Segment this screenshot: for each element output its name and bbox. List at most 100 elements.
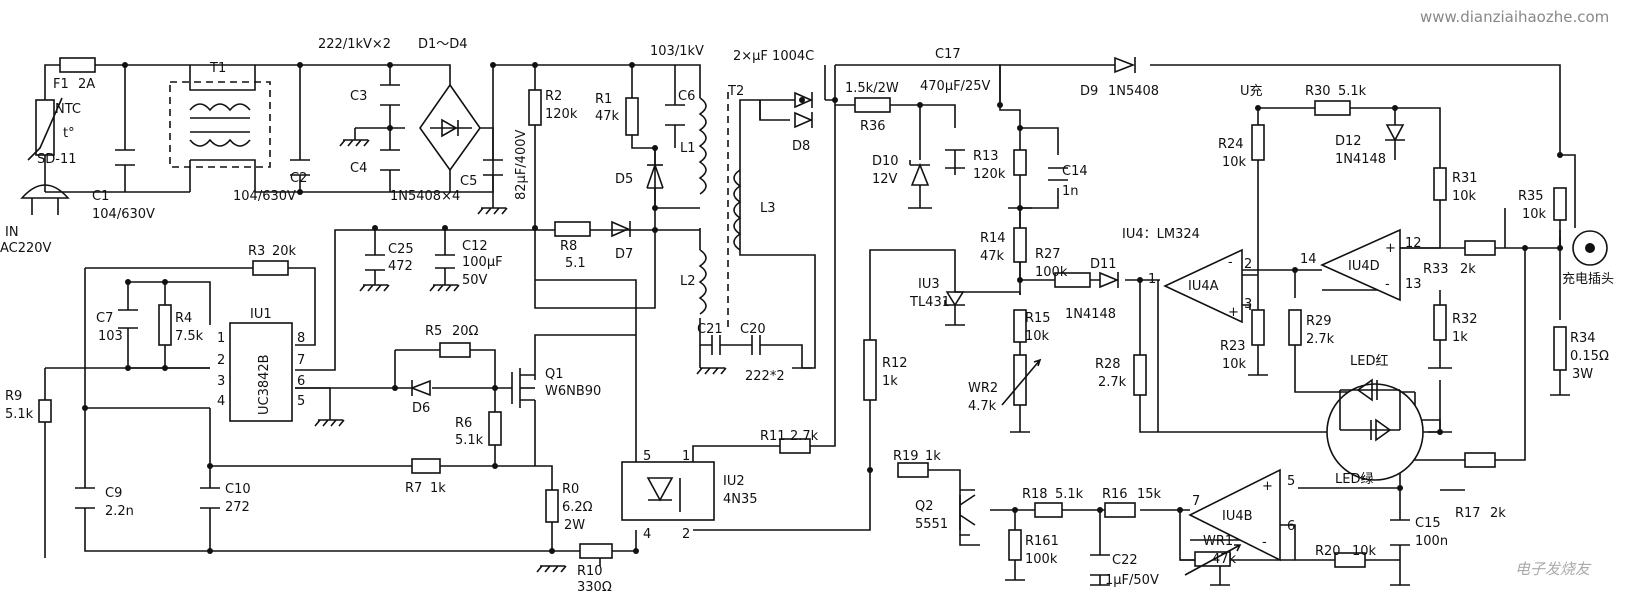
r31-value: 10k bbox=[1452, 189, 1477, 204]
r27-ref: R27 bbox=[1035, 247, 1061, 262]
junctions bbox=[82, 62, 1563, 554]
fuse-ref: F1 bbox=[53, 77, 69, 92]
fuse-body bbox=[59, 57, 96, 73]
r33-ref: R33 bbox=[1423, 262, 1449, 277]
c25-ref: C25 bbox=[388, 242, 414, 257]
ntc-symbol: t° bbox=[63, 126, 75, 141]
r1-ref: R1 bbox=[595, 92, 612, 107]
r32-value: 1k bbox=[1452, 330, 1468, 345]
r36-value: 1.5k/2W bbox=[845, 81, 899, 96]
r24-ref: R24 bbox=[1218, 137, 1244, 152]
iu2-part: 4N35 bbox=[723, 492, 758, 507]
ntc-body bbox=[35, 99, 55, 156]
d7-ref: D7 bbox=[615, 247, 633, 262]
c3c4-value: 222/1kV×2 bbox=[318, 37, 391, 52]
r23-ref: R23 bbox=[1220, 339, 1246, 354]
pin-14: 14 bbox=[1300, 252, 1317, 267]
r17-value: 2k bbox=[1490, 506, 1506, 521]
iu1-pin5: 5 bbox=[297, 394, 305, 409]
c6-ref: C6 bbox=[678, 89, 695, 104]
r10-value: 330Ω bbox=[577, 580, 612, 595]
r19-value: 1k bbox=[925, 449, 941, 464]
iu4d-ref: IU4D bbox=[1348, 259, 1380, 274]
iu1-pin1: 1 bbox=[217, 331, 225, 346]
r0-value: 6.2Ω bbox=[562, 500, 593, 515]
r7-ref: R7 bbox=[405, 481, 422, 496]
d9-ref: D9 bbox=[1080, 84, 1098, 99]
c1-ref: C1 bbox=[92, 189, 109, 204]
r23-value: 10k bbox=[1222, 357, 1247, 372]
input-voltage: AC220V bbox=[0, 241, 52, 256]
pin-1: 1 bbox=[1148, 272, 1156, 287]
wr1-value: 47k bbox=[1212, 552, 1237, 567]
r28-value: 2.7k bbox=[1098, 375, 1127, 390]
r2-value: 120k bbox=[545, 107, 578, 122]
r15-ref: R15 bbox=[1025, 311, 1051, 326]
fuse-value: 2A bbox=[78, 77, 95, 92]
iu1-pin4: 4 bbox=[217, 394, 225, 409]
r1-value: 47k bbox=[595, 109, 620, 124]
c12-ref: C12 bbox=[462, 239, 488, 254]
logo-text: 电子发烧友 bbox=[1515, 560, 1592, 578]
r13-value: 120k bbox=[973, 167, 1006, 182]
d9-part: 1N5408 bbox=[1108, 84, 1159, 99]
r6-ref: R6 bbox=[455, 416, 472, 431]
c10-value: 272 bbox=[225, 500, 250, 515]
r35-ref: R35 bbox=[1518, 189, 1544, 204]
r19-ref: R19 bbox=[893, 449, 919, 464]
r4-ref: R4 bbox=[175, 311, 192, 326]
r24-value: 10k bbox=[1222, 155, 1247, 170]
labels: www.dianziaihaozhe.com 电子发烧友 NTC t° SD-1… bbox=[0, 8, 1614, 595]
iu4b-plus: + bbox=[1262, 479, 1273, 494]
opamp-iu4b bbox=[1188, 468, 1281, 562]
r9-ref: R9 bbox=[5, 389, 22, 404]
iu2-pin4: 4 bbox=[643, 527, 651, 542]
d8-ref: D8 bbox=[792, 139, 810, 154]
r10-ref: R10 bbox=[577, 564, 603, 579]
iu1-pin3: 3 bbox=[217, 374, 225, 389]
output-label: 充电插头 bbox=[1562, 271, 1614, 287]
r11-value: 2.7k bbox=[790, 429, 819, 444]
r4-value: 7.5k bbox=[175, 329, 204, 344]
iu1-pin2: 2 bbox=[217, 353, 225, 368]
c6-value: 103/1kV bbox=[650, 44, 704, 59]
d11-ref: D11 bbox=[1090, 257, 1117, 272]
led-red-label: LED红 bbox=[1350, 353, 1388, 369]
led-bicolor bbox=[1326, 383, 1424, 481]
r32-ref: R32 bbox=[1452, 312, 1478, 327]
r33-value: 2k bbox=[1460, 262, 1476, 277]
r9-value: 5.1k bbox=[5, 407, 34, 422]
c10-ref: C10 bbox=[225, 482, 251, 497]
r6-value: 5.1k bbox=[455, 433, 484, 448]
c2-value: 104/630V bbox=[233, 189, 296, 204]
r35-value: 10k bbox=[1522, 207, 1547, 222]
r0-ref: R0 bbox=[562, 482, 579, 497]
pin-2: 2 bbox=[1244, 257, 1252, 272]
components bbox=[20, 56, 1608, 576]
iu1-pin7: 7 bbox=[297, 353, 305, 368]
c17-value: 470μF/25V bbox=[920, 79, 990, 94]
iu1-part: UC3842B bbox=[257, 354, 272, 415]
iu4a-plus: + bbox=[1228, 305, 1239, 320]
c17-ref: C17 bbox=[935, 47, 961, 62]
bridge-part: 1N5408×4 bbox=[390, 189, 460, 204]
l1-ref: L1 bbox=[680, 141, 696, 156]
iu2-pin5: 5 bbox=[643, 449, 651, 464]
input-in: IN bbox=[5, 225, 19, 240]
c14-value: 1n bbox=[1062, 184, 1079, 199]
c1-value: 104/630V bbox=[92, 207, 155, 222]
c15-ref: C15 bbox=[1415, 516, 1441, 531]
r5-value: 20Ω bbox=[452, 324, 479, 339]
d10-value: 12V bbox=[872, 172, 898, 187]
c9-ref: C9 bbox=[105, 486, 122, 501]
r12-value: 1k bbox=[882, 374, 898, 389]
r14-ref: R14 bbox=[980, 231, 1006, 246]
q2-ref: Q2 bbox=[915, 499, 934, 514]
c15-value: 100n bbox=[1415, 534, 1448, 549]
iu1-ref: IU1 bbox=[250, 307, 272, 322]
r27-value: 100k bbox=[1035, 265, 1068, 280]
iu4-label: IU4：LM324 bbox=[1122, 227, 1200, 242]
r29-value: 2.7k bbox=[1306, 332, 1335, 347]
c5-value: 82μF/400V bbox=[514, 130, 529, 200]
